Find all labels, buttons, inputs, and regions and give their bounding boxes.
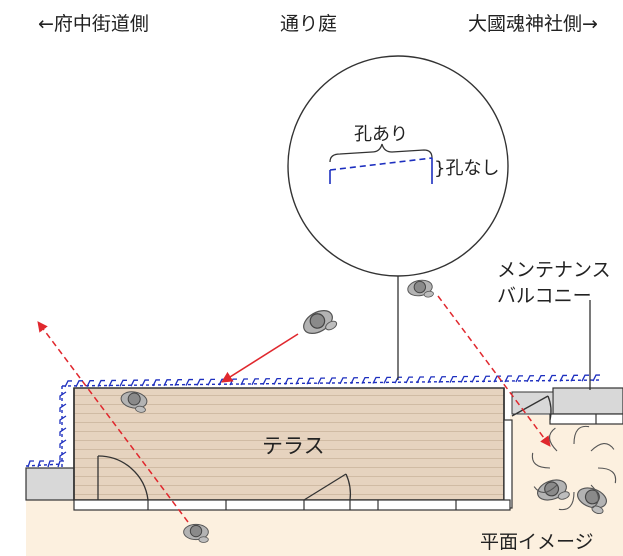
fence-tick: [383, 376, 391, 384]
label-maintenance-line1: メンテナンス: [497, 259, 611, 281]
fence-tick: [493, 375, 501, 383]
person-topview-icon: [183, 523, 209, 543]
label-holes-no: }孔なし: [434, 158, 499, 179]
fence-tick: [405, 376, 413, 384]
people-layer: [120, 279, 607, 543]
fence-tick: [559, 374, 567, 382]
fence-tick: [262, 378, 270, 386]
fence-tick: [361, 376, 369, 384]
fence-tick: [185, 378, 193, 386]
view-fan-arrow: [590, 443, 615, 452]
sightline-dashed-right: [437, 295, 551, 447]
fence-tick: [163, 379, 171, 387]
sightline-dashed-left: [37, 321, 189, 523]
person-topview-icon: [407, 279, 434, 298]
label-holes-yes: 孔あり: [354, 124, 408, 145]
fence-tick: [438, 376, 446, 384]
fence-tick: [317, 377, 325, 385]
fence-tick: [59, 439, 67, 448]
fence-tick: [526, 375, 534, 383]
glass-facade: [73, 499, 511, 511]
fence-tick: [37, 460, 44, 468]
fence-tick: [47, 460, 54, 468]
fence-tick: [592, 374, 600, 382]
fence-tick: [482, 375, 490, 383]
fence-tick: [306, 377, 314, 385]
view-fan-arrow: [590, 484, 599, 509]
fence-tick: [251, 378, 259, 386]
label-center-top: 通り庭: [280, 13, 337, 35]
right-facade-strip: [549, 413, 623, 425]
fence-tick: [59, 391, 67, 400]
fence-tick: [273, 377, 281, 385]
left-wall: [25, 467, 75, 501]
view-fan-arrows: [531, 425, 617, 511]
person-topview-icon: [303, 309, 338, 335]
holes-brace: [329, 143, 433, 163]
swing-door-right: [511, 395, 552, 421]
sightline-solid: [221, 333, 299, 383]
fence-tick: [59, 451, 67, 460]
fence-tick: [460, 375, 468, 383]
fence-tick: [416, 376, 424, 384]
facade-mullions: [147, 500, 457, 510]
fence-tick: [548, 374, 556, 382]
fence-tick: [240, 378, 248, 386]
view-fan-arrow: [597, 467, 617, 484]
view-fan-arrow: [549, 427, 558, 452]
label-maintenance-line2: バルコニー: [497, 285, 592, 307]
fence-tick: [537, 375, 545, 382]
fence-detail-profile: [329, 157, 433, 184]
fence-tick: [141, 379, 149, 387]
fence-tick: [504, 375, 512, 383]
fence-tick: [207, 378, 215, 386]
label-left-side: ←府中街道側: [38, 13, 149, 35]
fence-tick: [130, 379, 138, 387]
fence-tick: [59, 427, 67, 436]
person-topview-icon: [577, 487, 607, 515]
fence-tick: [328, 377, 336, 385]
fence-tick: [350, 377, 358, 385]
fence-tick: [75, 380, 83, 388]
swing-door-left: [97, 455, 149, 501]
fence-tick: [174, 379, 182, 386]
fence-tick: [59, 415, 67, 424]
label-right-side: 大國魂神社側→: [468, 13, 598, 35]
fence-tick: [471, 375, 479, 383]
fence-tick: [64, 380, 72, 388]
fence-tick: [449, 375, 457, 383]
person-topview-icon: [120, 391, 148, 413]
fence-tick: [27, 460, 34, 468]
fence-tick: [570, 374, 578, 382]
fence-tick: [59, 403, 67, 412]
fence-tick: [427, 376, 435, 384]
fence-tick: [97, 379, 105, 387]
fence-tick: [86, 380, 94, 387]
fence-tick: [372, 376, 380, 384]
fence-tick: [581, 374, 589, 382]
terrace-post: [503, 419, 513, 509]
fence-tick: [119, 379, 127, 387]
fence-tick: [339, 377, 347, 385]
fence-tick: [196, 378, 204, 386]
fence-tick: [515, 375, 523, 383]
fence-tick: [152, 379, 160, 387]
view-fan-arrow: [558, 491, 575, 511]
fence-tick: [229, 378, 237, 386]
fence-tick: [284, 377, 292, 385]
view-fan-arrow: [573, 425, 590, 445]
view-fan-arrow: [533, 484, 558, 493]
fence-tick: [295, 377, 303, 385]
label-plan-image: 平面イメージ: [480, 531, 594, 553]
right-balcony-wall: [552, 387, 623, 415]
label-terrace: テラス: [262, 434, 325, 458]
fence-perforated: [25, 379, 601, 470]
fence-tick: [108, 379, 116, 387]
swing-door-center: [303, 473, 352, 501]
fence-tick: [57, 460, 64, 468]
view-fan-arrow: [531, 452, 551, 469]
